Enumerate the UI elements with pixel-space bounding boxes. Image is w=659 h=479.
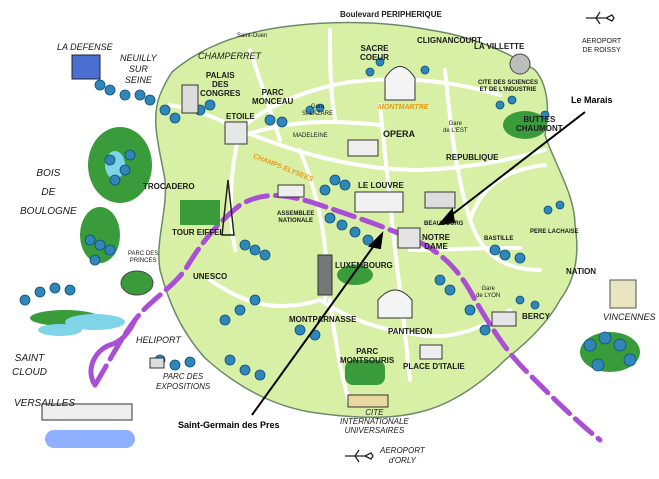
assemblee-building xyxy=(277,184,305,198)
label-madeleine: MADELEINE xyxy=(293,133,328,139)
label-pere-lachaise: PERE LACHAISE xyxy=(530,229,579,235)
label-pantheon: PANTHEON xyxy=(388,327,433,336)
label-opera: OPERA xyxy=(383,129,416,139)
pantheon-building xyxy=(377,289,413,319)
landmarks xyxy=(41,53,637,421)
label-champerret: CHAMPERRET xyxy=(198,51,262,61)
label-saint-cloud: SAINT CLOUD xyxy=(12,353,48,378)
label-versailles: VERSAILLES xyxy=(14,398,76,409)
label-clignancourt: CLIGNANCOURT xyxy=(417,36,482,45)
notre-dame-building xyxy=(397,227,421,249)
label-buttes-chaumont: BUTTES CHAUMONT xyxy=(516,115,563,133)
annotation-arrows xyxy=(251,111,586,416)
geode-sphere xyxy=(509,53,531,75)
seine-river xyxy=(92,193,603,443)
label-parc-montsouris: PARC MONTSOURIS xyxy=(340,347,395,365)
palais-congres-building xyxy=(181,84,199,114)
airplane-roissy-icon xyxy=(586,11,615,25)
arrow-le-marais xyxy=(444,111,586,221)
eiffel-tower xyxy=(221,179,235,236)
cite-universitaire-building xyxy=(347,394,389,408)
seine-west xyxy=(88,317,138,388)
label-le-louvre: LE LOUVRE xyxy=(358,181,404,190)
label-gare-est: Gare de L'EST xyxy=(443,121,468,134)
label-republique: REPUBLIQUE xyxy=(446,153,499,162)
label-cite-sciences: CITE DES SCIENCES ET DE L'INDUSTRIE xyxy=(478,80,539,93)
label-aeroport-roissy: AEROPORT DE ROISSY xyxy=(582,38,622,54)
label-beaubourg: BEAUBOURG xyxy=(424,221,464,227)
buttes-chaumont-park xyxy=(503,111,547,139)
green-area-saint-cloud-2 xyxy=(38,324,82,336)
label-parc-princes: PARC DES PRINCES xyxy=(128,251,159,264)
bois-de-boulogne-park-2 xyxy=(80,207,120,263)
la-defense-towers xyxy=(71,54,101,80)
label-notre-dame: NOTRE DAME xyxy=(422,233,450,251)
parc-des-princes-stadium xyxy=(120,270,154,296)
label-saint-germain: Saint-Germain des Pres xyxy=(178,420,280,430)
montparnasse-tower xyxy=(317,254,333,296)
label-neuilly: NEUILLY SUR SEINE xyxy=(120,53,157,85)
tree-clusters xyxy=(19,57,637,381)
label-nation: NATION xyxy=(566,267,597,276)
airplane-orly-icon xyxy=(345,449,374,463)
label-bercy: BERCY xyxy=(522,312,551,321)
label-trocadero: TROCADERO xyxy=(143,182,195,191)
label-montparnasse: MONTPARNASSE xyxy=(289,315,357,324)
label-saint-ouen: Saint-Ouen xyxy=(237,33,268,39)
label-assemblee: ASSEMBLEE NATIONALE xyxy=(277,211,315,224)
label-vincennes: VINCENNES xyxy=(603,312,656,322)
label-la-defense: LA DEFENSE xyxy=(57,42,113,52)
arc-de-triomphe xyxy=(224,121,248,145)
label-place-italie: PLACE D'ITALIE xyxy=(403,362,465,371)
arrowhead-saint-germain xyxy=(367,231,384,250)
place-italie-building xyxy=(419,344,443,360)
label-gare-lyon: Gare de LYON xyxy=(476,286,501,299)
label-bois-boulogne: BOIS DE BOULOGNE xyxy=(20,168,77,217)
label-unesco: UNESCO xyxy=(193,272,228,281)
beaubourg-building xyxy=(424,191,456,209)
label-tour-eiffel: TOUR EIFFEL xyxy=(172,228,225,237)
label-sacre-coeur: SACRE COEUR xyxy=(360,44,389,62)
label-luxembourg: LUXEMBOURG xyxy=(335,261,393,270)
versailles-water xyxy=(45,430,135,448)
versailles-palace xyxy=(41,403,133,421)
green-area-saint-cloud-3 xyxy=(65,314,125,330)
vincennes-castle xyxy=(609,279,637,309)
luxembourg-park xyxy=(337,265,373,285)
opera-building xyxy=(347,139,379,157)
sacre-coeur-building xyxy=(384,66,416,101)
label-heliport: HELIPORT xyxy=(136,335,181,345)
label-la-villette: LA VILLETTE xyxy=(474,42,525,51)
trocadero-gardens xyxy=(180,200,220,225)
label-le-marais: Le Marais xyxy=(571,95,613,105)
label-montmartre: MONTMARTRE xyxy=(378,104,429,111)
label-etoile: ETOILE xyxy=(226,112,255,121)
arrowhead-le-marais xyxy=(437,207,456,226)
label-bastille: BASTILLE xyxy=(484,236,514,242)
label-parc-expositions: PARC DES EXPOSITIONS xyxy=(156,372,211,391)
label-parc-monceau: PARC MONCEAU xyxy=(252,88,294,106)
arrow-saint-germain xyxy=(251,239,379,416)
label-boulevard-peripherique: Boulevard PERIPHERIQUE xyxy=(340,10,442,19)
label-cite-universitaire: CITE INTERNATIONALE UNIVERSAIRES xyxy=(340,408,409,435)
bercy-building xyxy=(491,311,517,327)
expositions-building xyxy=(149,357,165,369)
parc-montsouris-park xyxy=(345,360,385,385)
label-aeroport-orly: AEROPORT d'ORLY xyxy=(380,446,425,465)
louvre-building xyxy=(354,191,404,213)
label-gare-st-lazare: Gare St-LAZARE xyxy=(302,104,334,117)
label-palais-congres: PALAIS DES CONGRES xyxy=(200,71,241,98)
